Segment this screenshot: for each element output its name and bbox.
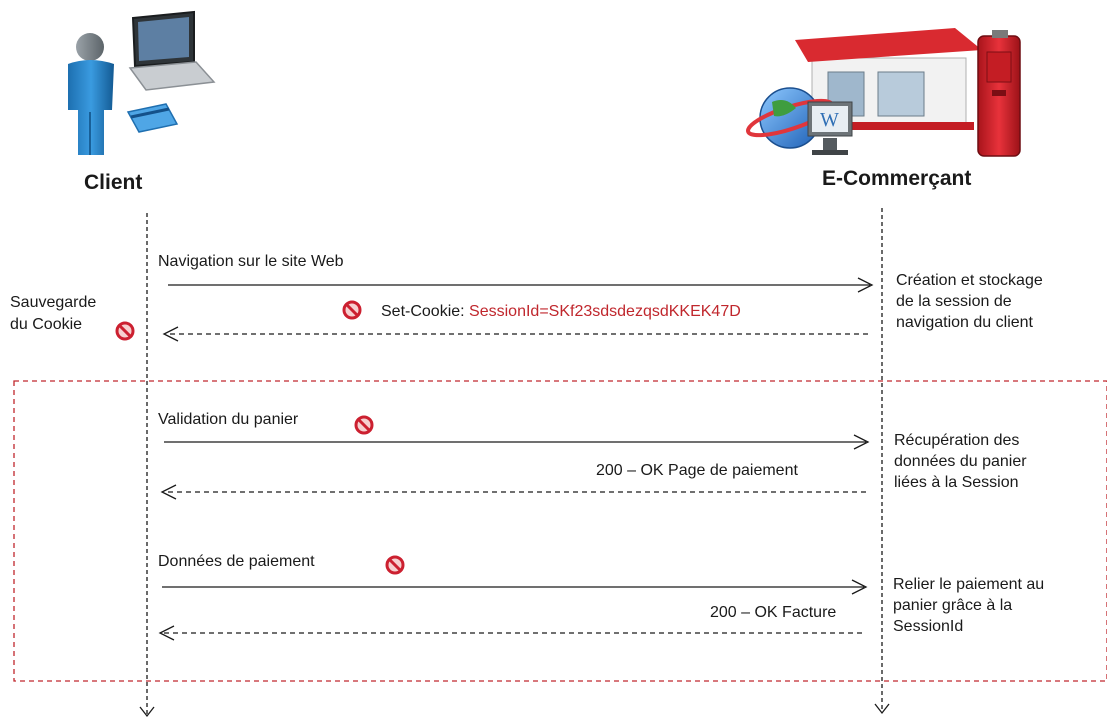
message-set-cookie: Set-Cookie: SessionId=SKf23sdsdezqsdKKEK…: [381, 302, 741, 322]
note-session-creation-line: de la session de: [896, 293, 1012, 310]
message-validation: Validation du panier: [158, 411, 299, 428]
message-payment-data: Données de paiement: [158, 553, 315, 570]
message-ok-invoice: 200 – OK Facture: [710, 604, 837, 621]
prohibited-icon: [385, 555, 405, 575]
note-cookie-save-line1: Sauvegarde: [10, 294, 97, 311]
prohibited-icon: [115, 321, 135, 341]
client-lifeline-arrowhead: [139, 706, 155, 718]
set-cookie-value: SessionId=SKf23sdsdezqsdKKEK47D: [469, 303, 741, 320]
svg-text:W: W: [820, 109, 839, 131]
prohibited-icon: [354, 415, 374, 435]
note-cookie-save-line2: du Cookie: [10, 316, 83, 333]
server-icon: [977, 30, 1021, 157]
note-session-creation-line: navigation du client: [896, 314, 1033, 331]
arrow-payment-data: [162, 579, 868, 595]
arrow-ok-payment-page: [160, 484, 866, 500]
message-navigation: Navigation sur le site Web: [158, 253, 344, 270]
note-cart-retrieval-line: données du panier: [894, 453, 1027, 470]
prohibited-icon: [342, 300, 362, 320]
set-cookie-label: Set-Cookie:: [381, 303, 465, 320]
person-icon: [68, 33, 114, 155]
note-payment-link: Relier le paiement au panier grâce à la …: [893, 574, 1044, 637]
note-cart-retrieval-line: liées à la Session: [894, 474, 1019, 491]
client-icon-group: [68, 10, 216, 155]
merchant-icon-group: W: [746, 28, 1021, 157]
laptop-icon: [128, 10, 216, 91]
arrow-set-cookie: [162, 326, 868, 342]
note-cart-retrieval-line: Récupération des: [894, 432, 1020, 449]
arrow-navigation: [168, 277, 874, 293]
credit-card-icon: [126, 103, 179, 133]
arrow-ok-invoice: [158, 625, 862, 641]
monitor-icon: W: [807, 101, 853, 155]
note-payment-link-line: Relier le paiement au: [893, 576, 1045, 593]
note-payment-link-line: panier grâce à la: [893, 597, 1013, 614]
merchant-lifeline-arrowhead: [874, 703, 890, 715]
arrow-validation: [164, 434, 870, 450]
client-label: Client: [84, 171, 143, 194]
note-session-creation: Création et stockage de la session de na…: [896, 270, 1043, 333]
shop-icon: [795, 28, 982, 130]
merchant-label: E-Commerçant: [822, 167, 972, 190]
note-session-creation-line: Création et stockage: [896, 272, 1043, 289]
session-frame: [13, 380, 1107, 682]
note-payment-link-line: SessionId: [893, 618, 964, 635]
note-cart-retrieval: Récupération des données du panier liées…: [894, 430, 1027, 493]
message-ok-payment-page: 200 – OK Page de paiement: [596, 462, 798, 479]
